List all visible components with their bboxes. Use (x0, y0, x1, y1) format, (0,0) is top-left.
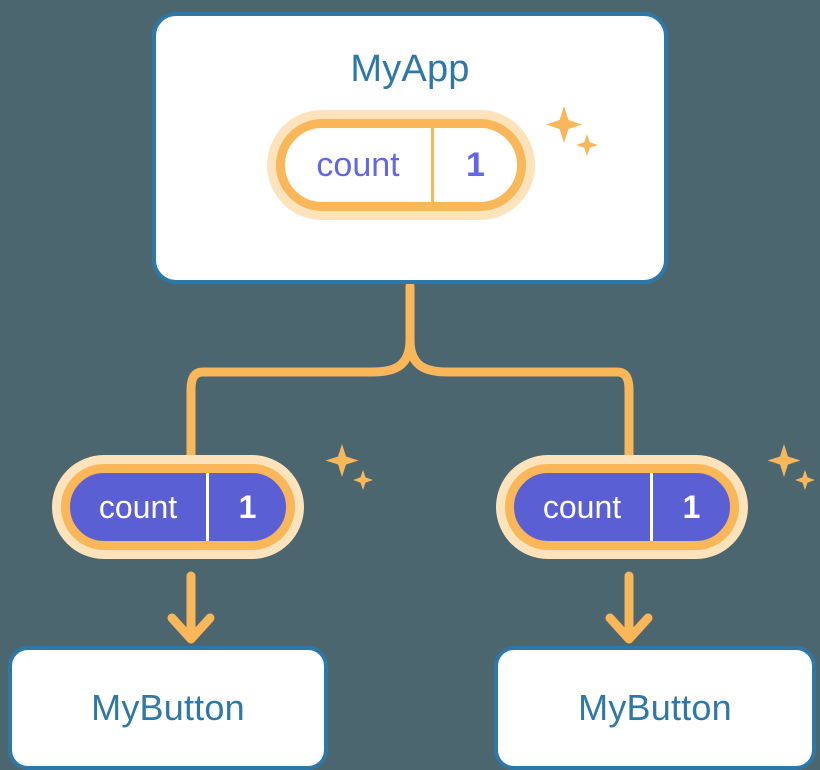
arrow-head-left (167, 613, 215, 644)
signal-value: 1 (206, 473, 286, 541)
signal-pill-left[interactable]: count 1 (61, 464, 295, 550)
component-card-mybutton-right[interactable]: MyButton (494, 646, 816, 770)
branch-to-left (186, 335, 415, 467)
component-label-myapp: MyApp (350, 48, 470, 90)
component-label-mybutton: MyButton (91, 687, 245, 728)
signal-pill-body: count 1 (505, 464, 739, 550)
component-label-mybutton: MyButton (578, 687, 732, 728)
signal-name: count (316, 146, 400, 184)
signal-pill-body: count 1 (61, 464, 295, 550)
signal-pill-right[interactable]: count 1 (505, 464, 739, 550)
branch-to-right (405, 335, 634, 467)
sparkles-icon (767, 444, 815, 490)
signal-name: count (98, 489, 178, 525)
component-card-mybutton-left[interactable]: MyButton (8, 646, 328, 770)
signal-name: count (542, 489, 622, 525)
signal-pill-myapp[interactable]: count 1 (276, 119, 526, 211)
signal-value: 1 (431, 128, 517, 202)
sparkles-icon (325, 444, 373, 490)
signal-pill-body: count 1 (276, 119, 526, 211)
signal-value: 1 (650, 473, 730, 541)
arrow-head-right (605, 613, 653, 644)
